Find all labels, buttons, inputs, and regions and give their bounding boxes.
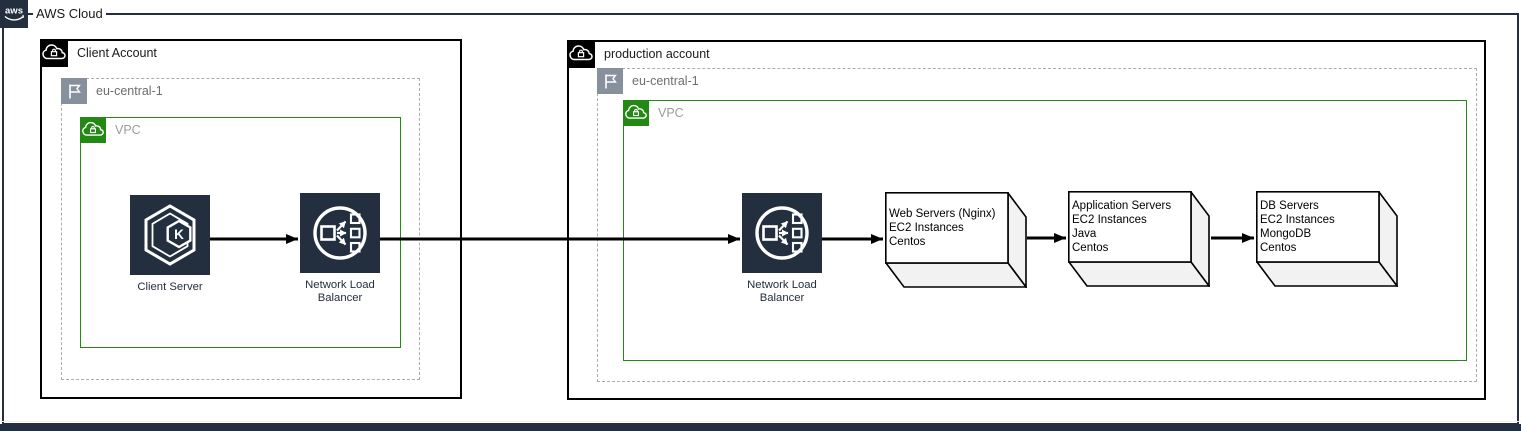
bottom-window-edge [0,424,1521,431]
client-nlb-caption: Network Load Balancer [305,279,375,304]
vpc-cloud-icon [623,100,649,126]
page-edge-line [0,421,1521,422]
client-vpc-label: VPC [112,123,144,138]
region-flag-icon [61,78,87,104]
production-vpc-group[interactable] [623,100,1467,361]
client-server-caption: Client Server [137,281,203,293]
aws-logo-icon: aws [0,0,28,28]
region-flag-icon [597,68,623,94]
production-account-label: production account [601,47,713,62]
client-server-node[interactable]: K [130,195,210,275]
aws-cloud-label: AWS Cloud [33,6,106,21]
account-cloud-lock-icon [40,39,68,67]
cube-3d-shape [885,192,1027,288]
eks-hexagon-icon: K [144,204,196,266]
production-nlb-caption: Network Load Balancer [747,279,817,304]
cube-3d-shape [1256,191,1398,287]
client-vpc-group[interactable] [80,117,401,348]
network-load-balancer-icon [755,206,809,260]
production-region-label: eu-central-1 [629,74,702,89]
client-account-label: Client Account [74,46,160,61]
production-nlb-node[interactable] [742,193,822,273]
cube-3d-shape [1068,191,1210,287]
client-region-group[interactable] [61,78,420,380]
production-region-group[interactable] [597,68,1477,382]
production-account-group[interactable] [567,40,1486,400]
svg-text:aws: aws [5,6,23,17]
production-vpc-label: VPC [655,106,687,121]
client-nlb-node[interactable] [300,193,380,273]
client-account-group[interactable] [40,39,462,399]
client-region-label: eu-central-1 [93,84,166,99]
svg-text:K: K [174,227,184,242]
vpc-cloud-icon [80,117,106,143]
network-load-balancer-icon [313,206,367,260]
account-cloud-lock-icon [567,40,595,68]
